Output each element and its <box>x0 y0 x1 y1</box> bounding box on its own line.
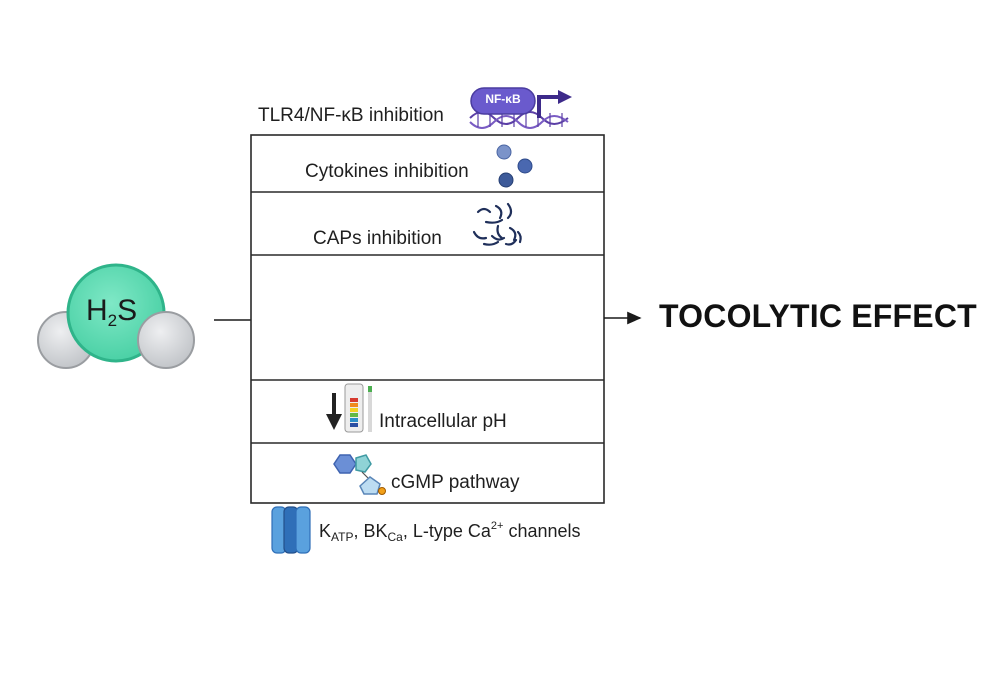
channels-tail: channels <box>503 521 581 541</box>
mechanism-box-stack <box>250 134 605 504</box>
cytokine-icon <box>496 144 533 188</box>
h2s-label-subscript: 2 <box>107 311 118 330</box>
ltype-ca-text: , L-type Ca <box>402 521 491 541</box>
caps-inhibition-label: CAPs inhibition <box>313 228 442 249</box>
cytokines-inhibition-label: Cytokines inhibition <box>305 161 469 182</box>
nfkb-dna-icon <box>469 87 572 129</box>
nfkb-badge-text: NF-κB <box>485 92 521 106</box>
intracellular-ph-label: Intracellular pH <box>379 411 507 432</box>
cgmp-pathway-label: cGMP pathway <box>391 472 520 493</box>
h2s-molecule <box>37 263 195 369</box>
transcription-arrow-icon <box>537 95 560 118</box>
katp-k: K <box>319 521 332 541</box>
bkca-sub: Ca <box>387 530 403 544</box>
ion-channels-label: KATP, BKCa, L-type Ca2+ channels <box>319 520 581 544</box>
ca-superscript: 2+ <box>490 520 504 532</box>
bkca-bk: BK <box>363 521 388 541</box>
down-arrow-icon <box>326 414 342 430</box>
h2s-label-s: S <box>117 294 138 327</box>
channels-sep: , <box>353 521 364 541</box>
katp-sub: ATP <box>331 530 354 544</box>
tlr4-nfkb-label: TLR4/NF-κB inhibition <box>258 105 444 126</box>
h2s-label-h: H <box>86 294 108 327</box>
nfkb-pill <box>470 87 536 115</box>
h2s-label: H2S <box>86 294 137 331</box>
ion-channel-icon <box>271 506 311 554</box>
tocolytic-effect-title: TOCOLYTIC EFFECT <box>659 298 977 334</box>
ph-icon <box>326 383 372 433</box>
outer-box <box>250 134 605 504</box>
caps-protein-icon <box>472 202 522 246</box>
cgmp-molecule-icon <box>333 454 386 495</box>
hydrogen-right-atom <box>137 311 195 369</box>
